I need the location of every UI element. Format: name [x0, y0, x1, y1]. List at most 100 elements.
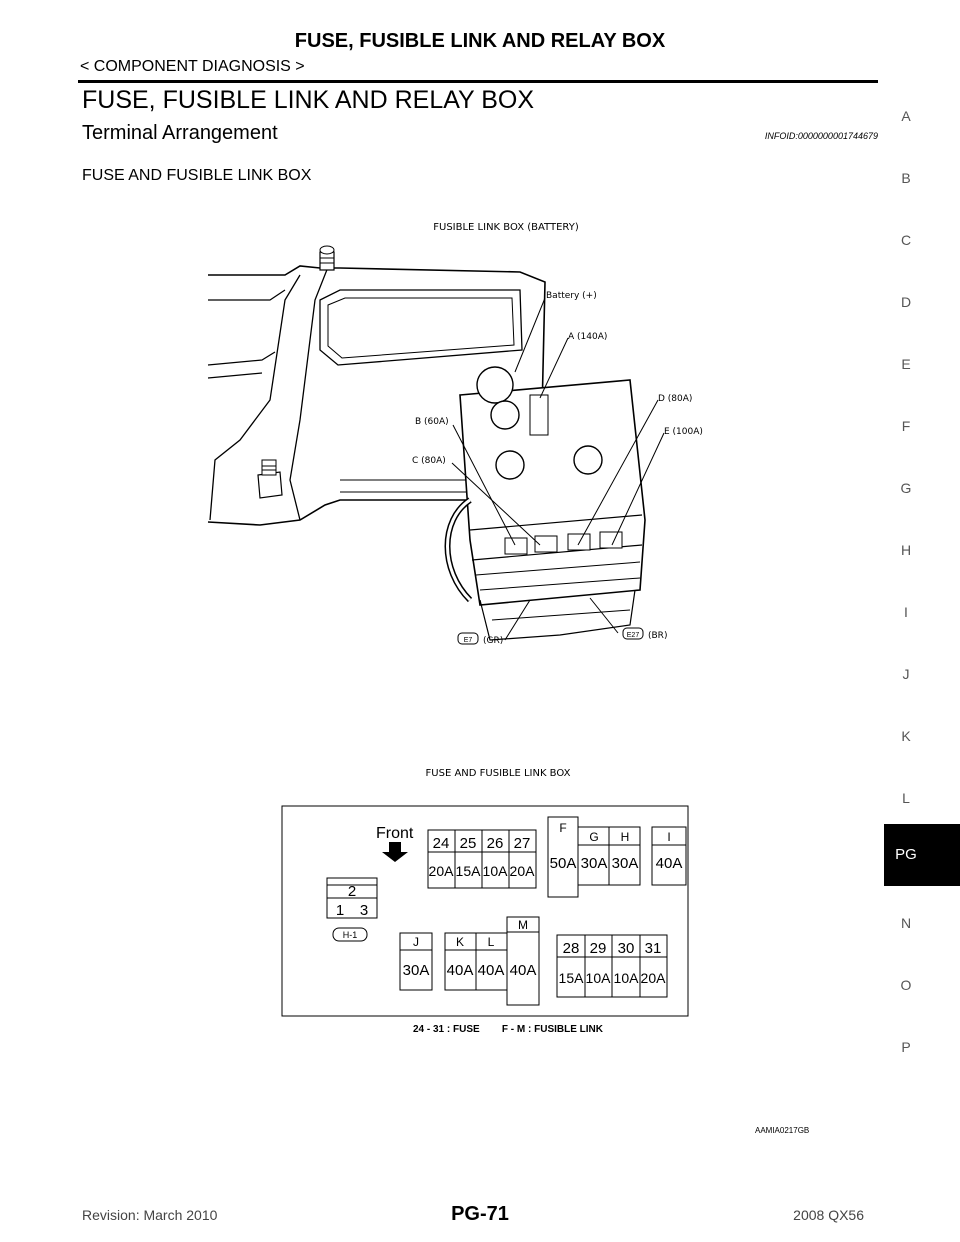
fusible-link-rating: 50A — [550, 855, 577, 872]
relay-terminal: 1 — [336, 902, 344, 919]
front-arrow-icon — [382, 842, 408, 862]
fusible-link-terminal — [534, 535, 558, 553]
panel-recess — [319, 289, 523, 366]
fuse-number: 27 — [514, 835, 531, 852]
link-box-seam — [475, 561, 641, 576]
leader-line — [504, 599, 531, 641]
connector-tag-e7: E7 — [464, 637, 473, 644]
leader-line — [611, 432, 665, 546]
fuse-rating: 15A — [559, 970, 585, 986]
fusible-link-rating: 30A — [581, 855, 608, 872]
side-index-current[interactable]: PG — [895, 846, 917, 863]
side-index-letter[interactable]: J — [902, 666, 910, 682]
fuse-block-top — [427, 829, 537, 889]
body-panel-edge — [207, 351, 276, 366]
callout-link-e: E (100A) — [664, 427, 703, 437]
side-index-letter[interactable]: H — [900, 542, 912, 558]
page-header-title: FUSE, FUSIBLE LINK AND RELAY BOX — [294, 30, 666, 52]
fusible-link-letter: K — [456, 935, 464, 949]
body-panel-edge — [207, 372, 263, 379]
footer-revision: Revision: March 2010 — [82, 1207, 218, 1223]
fuse-number: 30 — [618, 940, 635, 957]
relay-tag-label: H-1 — [343, 930, 358, 940]
battery-terminal — [476, 366, 514, 404]
side-index-letter[interactable]: B — [901, 170, 911, 186]
fusible-link-letter: I — [667, 830, 670, 844]
fuse-rating: 10A — [586, 970, 612, 986]
side-index-letter[interactable]: I — [904, 604, 908, 620]
fusible-link-j — [399, 932, 433, 991]
fuse-rating: 10A — [614, 970, 640, 986]
relay-terminal: 2 — [348, 883, 356, 900]
terminal-nut — [573, 445, 603, 475]
side-index-letter[interactable]: P — [901, 1039, 911, 1055]
fusible-link-box-illustration: FUSIBLE LINK BOX (BATTERY) — [207, 222, 703, 646]
connector-color-e7: (GR) — [483, 636, 503, 646]
fusible-link-letter: M — [518, 918, 528, 932]
side-index-letter[interactable]: D — [900, 294, 912, 310]
bracket-edge — [289, 261, 331, 521]
side-index-letter[interactable]: E — [901, 356, 911, 372]
fuse-rating: 20A — [429, 863, 455, 879]
fusible-link-terminal — [599, 531, 623, 549]
side-index-letter[interactable]: L — [902, 790, 910, 806]
connector-tag-e27: E27 — [627, 632, 640, 639]
fusible-link-letter: J — [413, 935, 419, 949]
leader-line — [539, 337, 569, 399]
fuse-number: 29 — [590, 940, 607, 957]
terminal-nut — [495, 450, 525, 480]
connector-block-seam — [491, 609, 631, 621]
side-index-active-tab — [884, 824, 960, 886]
fuse-number: 25 — [460, 835, 477, 852]
callout-battery: Battery (+) — [546, 291, 597, 301]
fusible-link-letter: H — [621, 830, 630, 844]
side-index-letter[interactable]: K — [901, 728, 911, 744]
fusible-link-letter: L — [488, 935, 495, 949]
connector-tag — [622, 627, 644, 640]
side-index-letter[interactable]: O — [900, 977, 912, 993]
connector-block — [479, 589, 636, 641]
fusible-link-rating: 40A — [656, 855, 683, 872]
connector-color-e27: (BR) — [648, 631, 667, 641]
fuse-rating: 10A — [483, 863, 509, 879]
page-header-subtitle: < COMPONENT DIAGNOSIS > — [80, 58, 305, 75]
header-divider — [78, 80, 878, 83]
figure-id: AAMIA0217GB — [755, 1126, 810, 1135]
fuse-number: 24 — [433, 835, 450, 852]
mounting-bolt — [319, 245, 335, 271]
fusible-link-i — [651, 826, 687, 886]
fuse-block-bottom — [556, 934, 668, 998]
side-index-letter[interactable]: F — [901, 418, 911, 434]
footer-page-number: PG-71 — [451, 1203, 509, 1225]
battery-cable-clip — [529, 394, 549, 436]
side-index-letter[interactable]: C — [900, 232, 912, 248]
mounting-bolt — [257, 459, 283, 499]
leader-line — [514, 297, 546, 373]
section-title: FUSE, FUSIBLE LINK AND RELAY BOX — [82, 86, 535, 114]
leader-line — [577, 399, 659, 546]
leader-line — [451, 462, 541, 546]
side-index-letter[interactable]: A — [901, 108, 911, 124]
figure-heading: FUSE AND FUSIBLE LINK BOX — [82, 167, 312, 184]
fuse-number: 31 — [645, 940, 662, 957]
figure2-caption: 24 - 31 : FUSE F - M : FUSIBLE LINK — [413, 1024, 604, 1035]
fuse-rating: 20A — [641, 970, 667, 986]
side-index-letter[interactable]: N — [900, 915, 912, 931]
figure1-title: FUSIBLE LINK BOX (BATTERY) — [433, 222, 579, 233]
callout-link-c: C (80A) — [412, 456, 446, 466]
body-panel-edge — [208, 289, 286, 301]
info-id: INFOID:0000000001744679 — [764, 131, 878, 141]
side-index-letter[interactable]: G — [900, 480, 912, 496]
panel-recess-inner — [327, 297, 515, 359]
wire-harness-inner — [446, 498, 472, 602]
side-index: A B C D E F G H I J K L PG N O P — [884, 0, 960, 1242]
fusible-link-letter: F — [559, 821, 566, 835]
footer-model: 2008 QX56 — [793, 1207, 864, 1223]
connector-tag — [457, 632, 479, 645]
fusible-link-rating: 30A — [403, 962, 430, 979]
fusible-link-rating: 30A — [612, 855, 639, 872]
fuse-number: 28 — [563, 940, 580, 957]
fuse-rating: 15A — [456, 863, 482, 879]
leader-line — [589, 597, 619, 634]
relay-tag — [332, 927, 368, 942]
